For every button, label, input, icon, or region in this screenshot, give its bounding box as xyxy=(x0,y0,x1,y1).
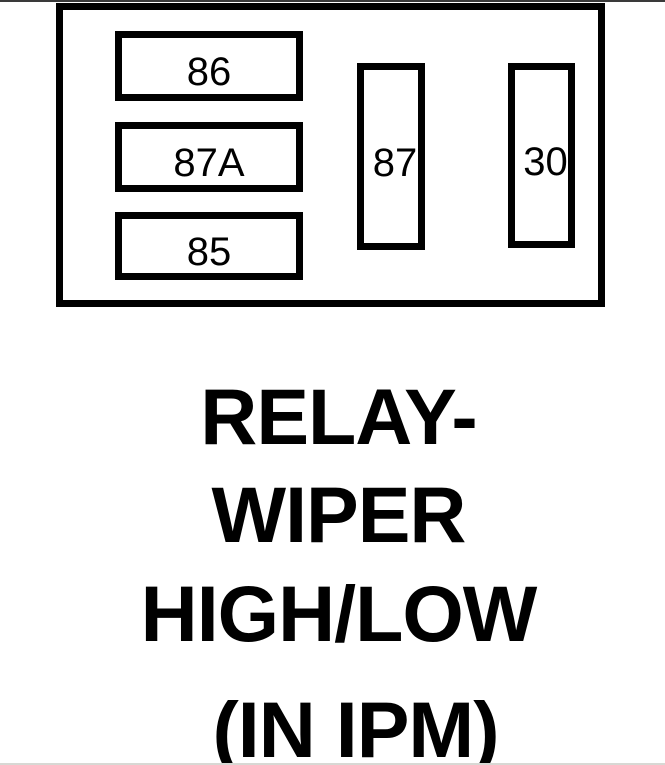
bottom-edge-line xyxy=(0,763,665,765)
pin-label-30: 30 xyxy=(523,139,568,184)
pin-box-86: 86 xyxy=(115,31,303,101)
pin-box-30: 30 xyxy=(508,63,575,248)
pin-label-86: 86 xyxy=(186,50,232,94)
pin-label-87: 87 xyxy=(372,140,418,185)
pin-box-87a: 87A xyxy=(115,122,303,192)
caption-line-high-low: HIGH/LOW xyxy=(140,569,538,658)
pin-box-87: 87 xyxy=(357,63,425,250)
caption-line-wiper: WIPER xyxy=(211,470,467,559)
top-edge-line xyxy=(0,0,665,2)
pin-label-87a: 87A xyxy=(173,141,245,185)
caption-line-in-ipm: (IN IPM) xyxy=(212,685,499,765)
pin-box-85: 85 xyxy=(115,212,303,280)
pin-label-85: 85 xyxy=(186,230,232,274)
caption-line-relay: RELAY- xyxy=(200,372,477,461)
